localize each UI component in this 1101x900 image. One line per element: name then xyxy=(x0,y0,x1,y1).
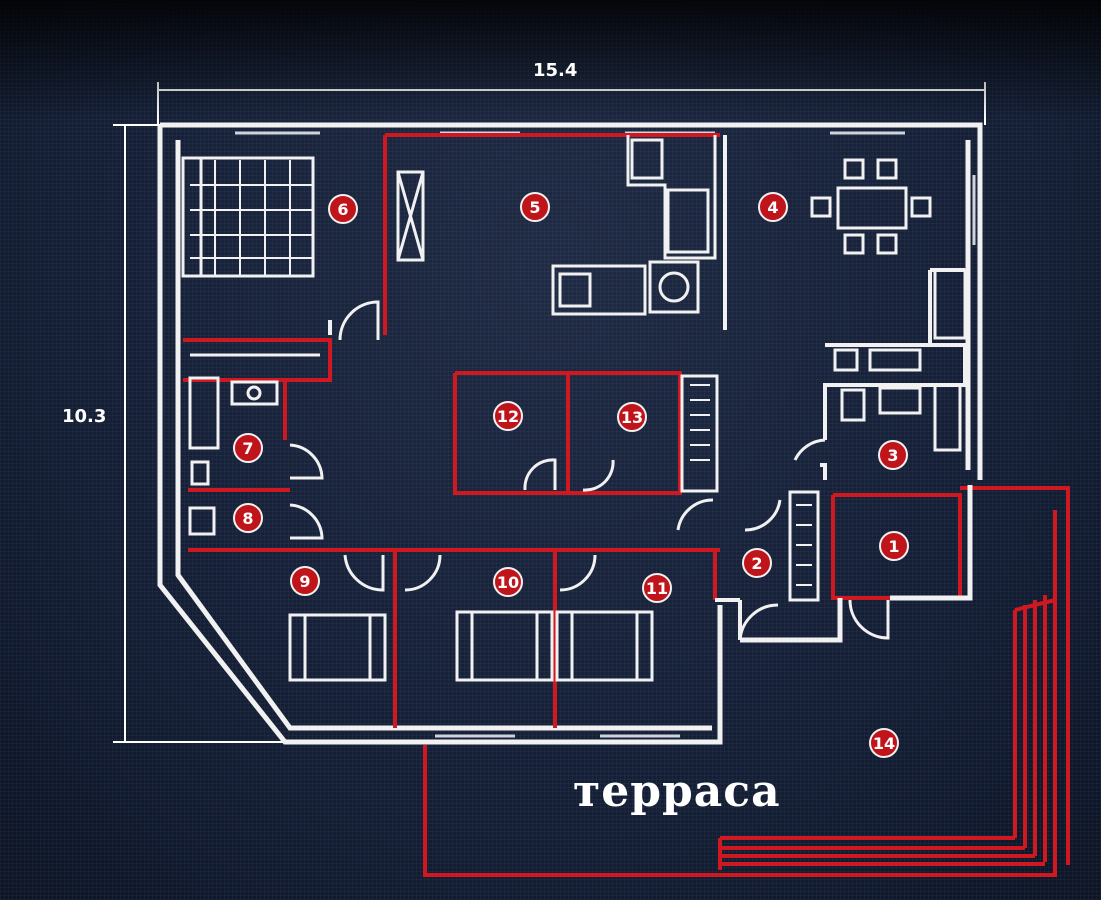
room-badge-4: 4 xyxy=(758,192,788,222)
room-badge-2: 2 xyxy=(742,548,772,578)
room-badge-7: 7 xyxy=(233,433,263,463)
furniture xyxy=(181,135,967,682)
terrace-label: терраса xyxy=(573,766,781,817)
room-badge-12: 12 xyxy=(493,401,523,431)
room-badge-3: 3 xyxy=(878,440,908,470)
room-badge-6: 6 xyxy=(328,194,358,224)
room-badge-10: 10 xyxy=(493,567,523,597)
width-dimension-label: 15.4 xyxy=(533,60,578,81)
room-badge-14: 14 xyxy=(869,728,899,758)
doors xyxy=(289,300,890,641)
room-badge-1: 1 xyxy=(879,531,909,561)
interior-walls xyxy=(328,135,967,640)
terrace-outline xyxy=(423,486,1070,877)
height-dimension-label: 10.3 xyxy=(62,406,107,427)
outer-walls xyxy=(157,122,983,745)
dimension-lines xyxy=(113,82,986,743)
red-partitions xyxy=(183,133,720,728)
room-badge-13: 13 xyxy=(617,402,647,432)
room-badge-8: 8 xyxy=(233,503,263,533)
room-badge-11: 11 xyxy=(642,573,672,603)
room-badge-5: 5 xyxy=(520,192,550,222)
room-badge-9: 9 xyxy=(290,566,320,596)
